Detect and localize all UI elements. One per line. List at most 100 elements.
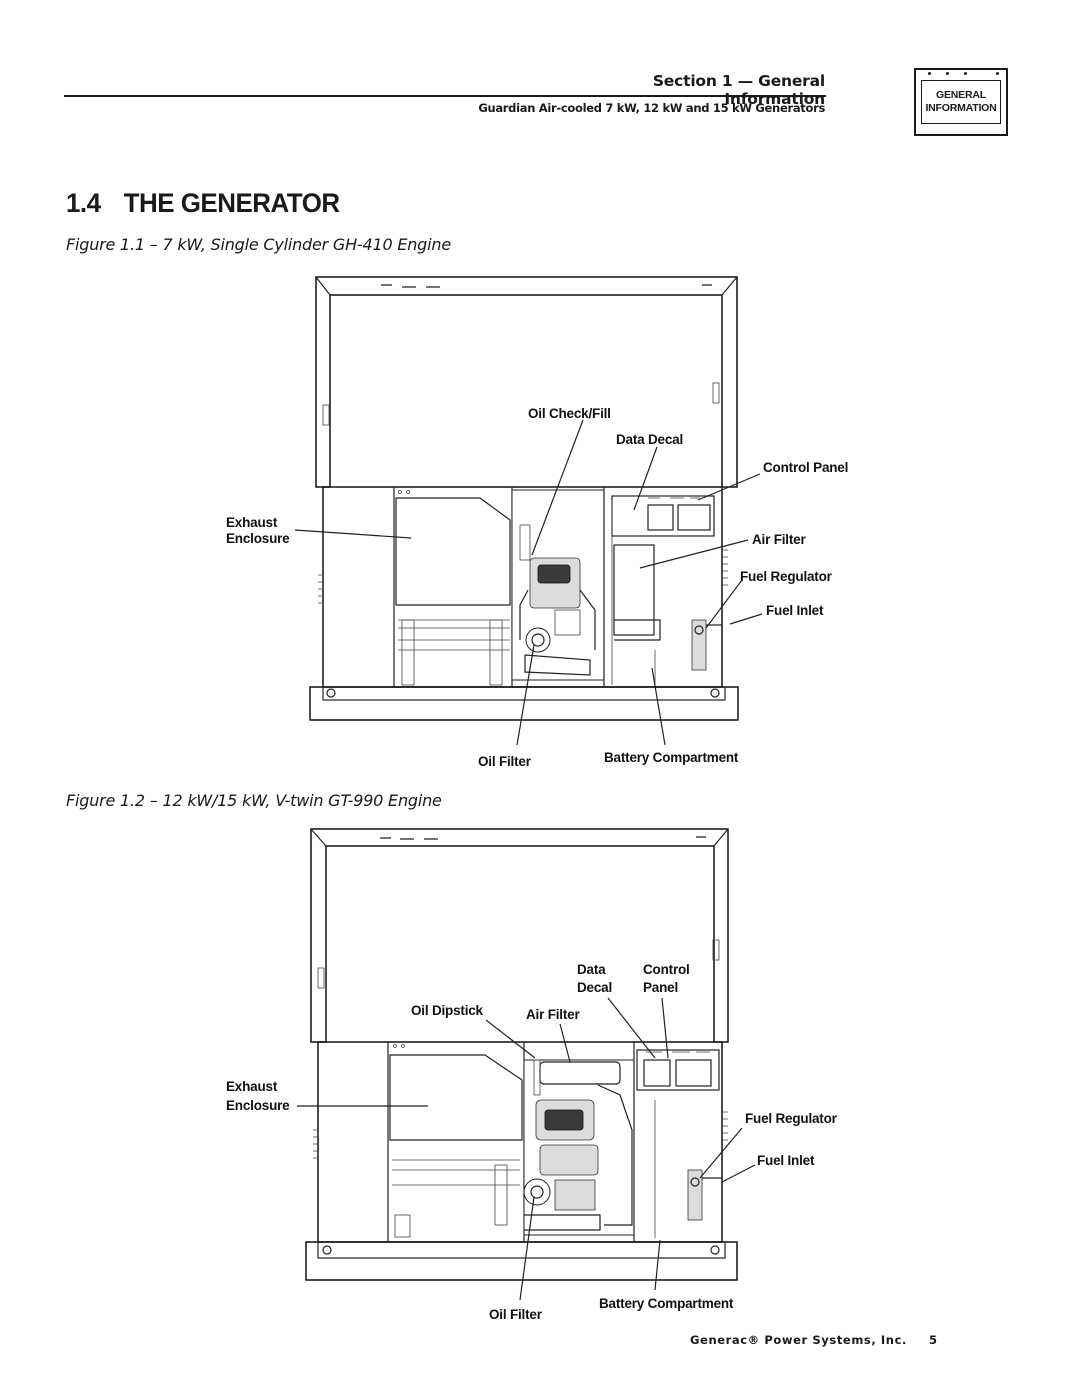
tab-rivet-icon xyxy=(946,72,949,75)
mount-block xyxy=(394,1214,411,1238)
side-louvers xyxy=(313,1129,318,1159)
muffler-lines xyxy=(392,1159,520,1186)
side-louvers xyxy=(318,574,323,604)
lid-latch xyxy=(712,939,720,961)
base-bolt xyxy=(326,688,336,698)
leader-battery xyxy=(651,667,666,746)
leader-fuel-inlet xyxy=(721,1164,756,1183)
label-exhaust-1: Exhaust xyxy=(226,1079,278,1094)
section-number: 1.4 xyxy=(66,188,101,218)
page-footer: Generac® Power Systems, Inc. 5 xyxy=(690,1333,937,1347)
side-louvers xyxy=(722,549,728,586)
base-bolt xyxy=(710,1245,720,1255)
leader-battery xyxy=(654,1239,661,1291)
leader-data-decal xyxy=(607,997,656,1059)
leader-exhaust xyxy=(294,529,412,539)
left-compartment xyxy=(387,1041,525,1243)
label-oil-filter: Oil Filter xyxy=(489,1307,542,1322)
figure-2-caption: Figure 1.2 – 12 kW/15 kW, V-twin GT-990 … xyxy=(66,791,442,810)
control-panel xyxy=(636,1049,720,1091)
leader-fuel-regulator xyxy=(705,579,743,629)
section-heading: 1.4 THE GENERATOR xyxy=(66,188,340,219)
engine-base xyxy=(524,654,591,676)
mount-block xyxy=(494,1164,508,1226)
label-data: Data xyxy=(577,962,606,977)
header-rule xyxy=(64,95,826,97)
fuel-regulator xyxy=(691,619,707,671)
section-tab: GENERAL INFORMATION xyxy=(914,68,1008,136)
leader-data-decal xyxy=(633,446,658,511)
air-duct xyxy=(614,619,661,641)
engine-base xyxy=(524,1214,601,1231)
air-filter xyxy=(613,544,655,636)
lid-outline xyxy=(310,828,729,1043)
base-bolt xyxy=(322,1245,332,1255)
figure-1-caption: Figure 1.1 – 7 kW, Single Cylinder GH-41… xyxy=(66,235,451,254)
lid-corners xyxy=(315,276,738,296)
lid-latch xyxy=(712,382,720,404)
lid-vents xyxy=(381,284,712,288)
lid-vents xyxy=(380,836,706,840)
label-oil-filter: Oil Filter xyxy=(478,754,531,769)
oil-filter xyxy=(525,627,551,653)
base-bolt xyxy=(710,688,720,698)
right-compartment xyxy=(603,486,723,688)
label-battery-compartment: Battery Compartment xyxy=(604,750,739,765)
muffler-lines xyxy=(398,619,510,651)
tab-rivet-icon xyxy=(928,72,931,75)
tab-line-2: INFORMATION xyxy=(925,102,997,114)
label-control-panel: Control Panel xyxy=(763,460,849,475)
cylinder-head xyxy=(537,564,571,584)
leader-air-filter xyxy=(639,539,749,569)
engine-shroud xyxy=(519,589,596,650)
oil-filter xyxy=(523,1178,551,1206)
label-air-filter: Air Filter xyxy=(752,532,806,547)
page-number: 5 xyxy=(928,1333,937,1347)
leader-air-filter xyxy=(559,1023,571,1063)
label-exhaust-2: Enclosure xyxy=(226,1098,290,1113)
label-decal: Decal xyxy=(577,980,613,995)
tab-line-1: GENERAL xyxy=(936,89,986,101)
side-louvers xyxy=(722,1111,728,1141)
cylinder-head xyxy=(544,1109,584,1131)
label-fuel-regulator: Fuel Regulator xyxy=(745,1111,837,1126)
leader-fuel-inlet xyxy=(729,613,763,625)
tab-label: GENERAL INFORMATION xyxy=(921,80,1001,124)
right-compartment xyxy=(633,1041,723,1243)
tab-rivet-icon xyxy=(996,72,999,75)
lid-corners xyxy=(310,828,729,847)
lid-latch xyxy=(322,404,330,426)
label-air-filter: Air Filter xyxy=(526,1007,580,1022)
mount-block xyxy=(489,619,503,686)
label-fuel-inlet: Fuel Inlet xyxy=(766,603,824,618)
leader-control-panel xyxy=(661,997,669,1059)
label-exhaust-2: Enclosure xyxy=(226,531,290,546)
dipstick-tube xyxy=(533,1059,541,1096)
figure-2-drawing xyxy=(297,828,756,1301)
dipstick-tube xyxy=(519,524,531,561)
lid-latch xyxy=(317,967,325,989)
label-control: Control xyxy=(643,962,690,977)
leader-oil-filter xyxy=(519,1196,535,1301)
label-exhaust-1: Exhaust xyxy=(226,515,278,530)
section-header: Section 1 — General Information xyxy=(652,72,825,108)
enclosure-base xyxy=(305,1241,738,1281)
base-rail xyxy=(317,1241,726,1259)
exhaust-enclosure xyxy=(395,497,511,606)
exhaust-enclosure xyxy=(389,1054,523,1141)
label-fuel-regulator: Fuel Regulator xyxy=(740,569,832,584)
header-subtitle: Guardian Air-cooled 7 kW, 12 kW and 15 k… xyxy=(478,101,825,115)
label-panel: Panel xyxy=(643,980,679,995)
tab-rivet-icon xyxy=(964,72,967,75)
engine-shroud xyxy=(597,1084,633,1226)
base-rail xyxy=(322,686,726,701)
lid-outline xyxy=(315,276,738,488)
label-oil-check-fill: Oil Check/Fill xyxy=(528,406,611,421)
footer-company: Generac® Power Systems, Inc. xyxy=(690,1333,907,1347)
leader-oil-filter xyxy=(516,644,535,746)
leader-oil-check xyxy=(531,419,584,556)
section-title: THE GENERATOR xyxy=(123,188,341,218)
enclosure-body xyxy=(317,1041,723,1243)
label-fuel-inlet: Fuel Inlet xyxy=(757,1153,815,1168)
